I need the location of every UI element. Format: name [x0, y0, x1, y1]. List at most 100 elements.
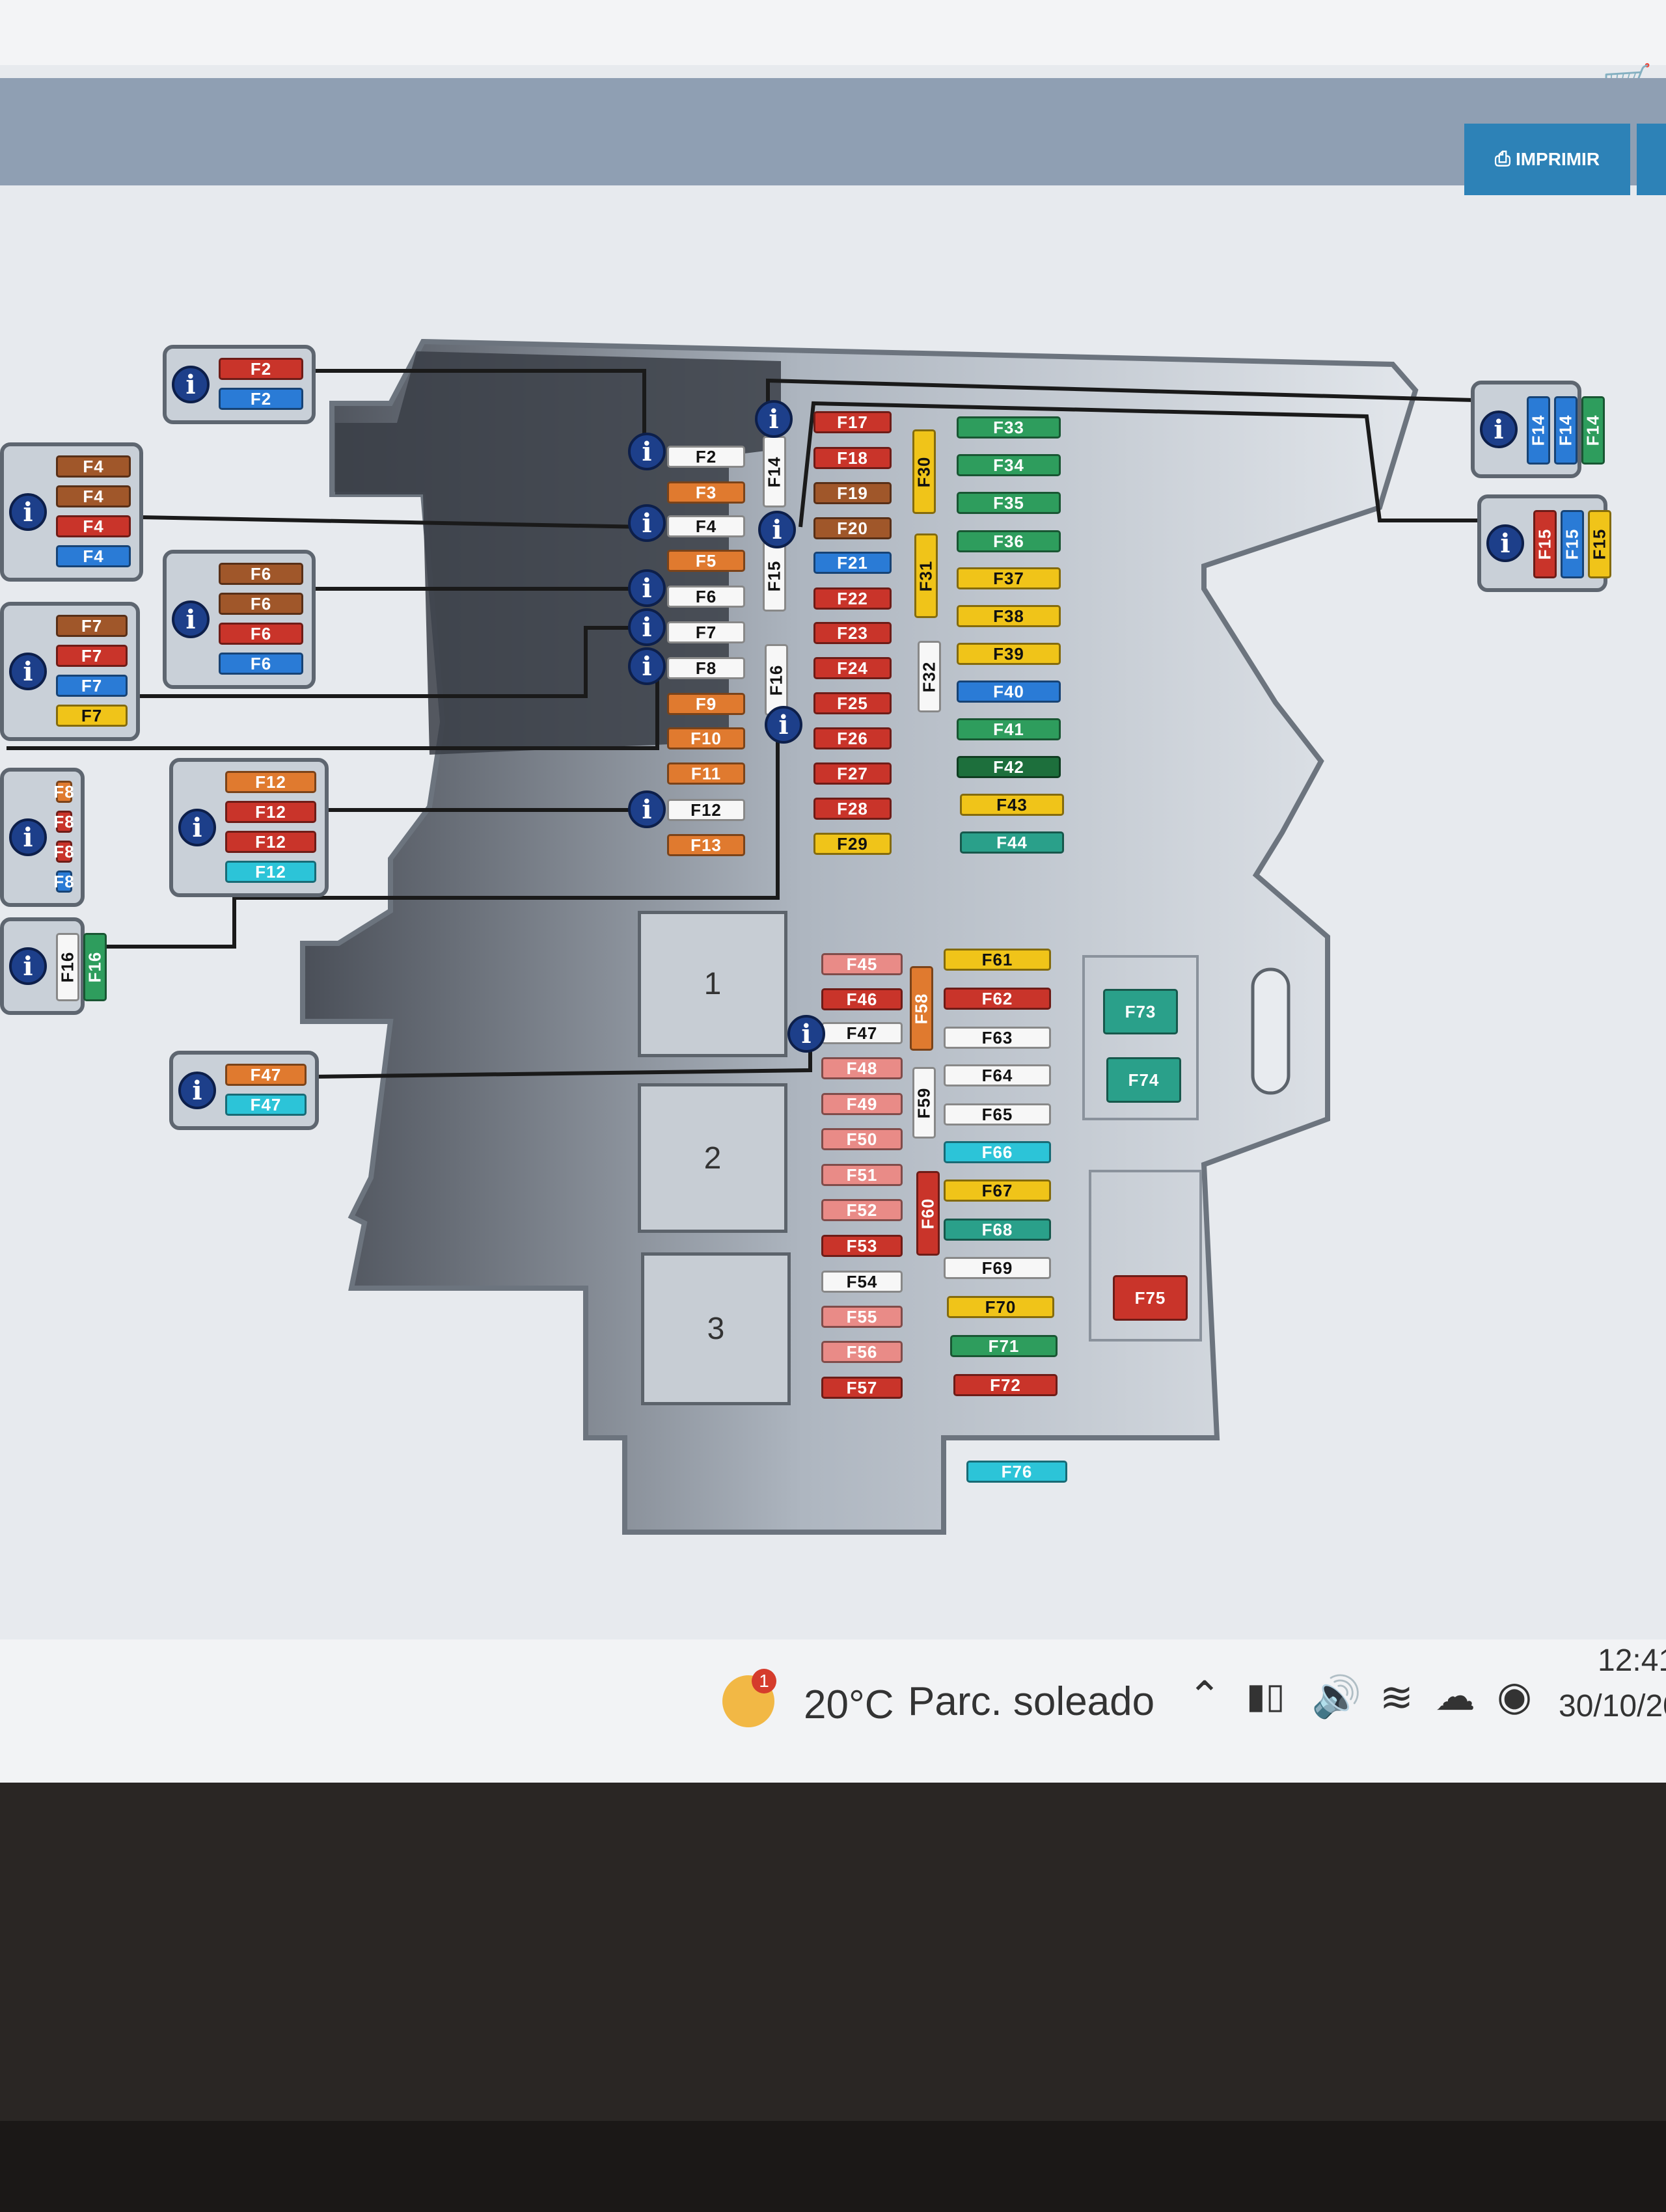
fuse-f35[interactable]: F35	[957, 492, 1061, 514]
fuse-f31[interactable]: F31	[914, 533, 938, 618]
info-icon[interactable]: i	[628, 569, 666, 607]
fuse-f72[interactable]: F72	[953, 1374, 1058, 1396]
fuse-f34[interactable]: F34	[957, 454, 1061, 476]
nav-extra-button[interactable]	[1637, 124, 1666, 195]
fuse-f25[interactable]: F25	[813, 692, 892, 714]
fuse-f45[interactable]: F45	[821, 953, 903, 975]
fuse-f68[interactable]: F68	[944, 1219, 1051, 1241]
fuse-f49[interactable]: F49	[821, 1093, 903, 1115]
info-icon[interactable]: i	[628, 504, 666, 542]
fuse-f6[interactable]: F6	[667, 586, 745, 608]
fuse-f13[interactable]: F13	[667, 834, 745, 856]
fuse-f58[interactable]: F58	[910, 966, 933, 1051]
fuse-f42[interactable]: F42	[957, 756, 1061, 778]
fuse-f47[interactable]: F47	[821, 1022, 903, 1044]
info-icon[interactable]: i	[9, 818, 47, 856]
fuse-f66[interactable]: F66	[944, 1141, 1051, 1163]
fuse-f37[interactable]: F37	[957, 567, 1061, 589]
info-icon[interactable]: i	[628, 790, 666, 828]
fuse-f43[interactable]: F43	[960, 794, 1064, 816]
fuse-f56[interactable]: F56	[821, 1341, 903, 1363]
info-icon[interactable]: i	[1480, 411, 1518, 448]
fuse-f40[interactable]: F40	[957, 681, 1061, 703]
fuse-f69[interactable]: F69	[944, 1257, 1051, 1279]
fuse-f39[interactable]: F39	[957, 643, 1061, 665]
fuse-f27[interactable]: F27	[813, 762, 892, 785]
chevron-up-icon[interactable]: ⌃	[1188, 1674, 1222, 1719]
fuse-f28[interactable]: F28	[813, 798, 892, 820]
info-icon[interactable]: i	[178, 809, 216, 846]
fuse-f48[interactable]: F48	[821, 1057, 903, 1079]
fuse-f51[interactable]: F51	[821, 1164, 903, 1186]
fuse-f10[interactable]: F10	[667, 727, 745, 749]
info-icon[interactable]: i	[9, 653, 47, 690]
info-icon[interactable]: i	[765, 706, 802, 744]
info-icon[interactable]: i	[172, 366, 210, 403]
fuse-f54[interactable]: F54	[821, 1271, 903, 1293]
fuse-f24[interactable]: F24	[813, 657, 892, 679]
wifi-icon[interactable]: ≋	[1380, 1675, 1413, 1720]
fuse-f22[interactable]: F22	[813, 587, 892, 610]
fuse-f38[interactable]: F38	[957, 605, 1061, 627]
weather-temp[interactable]: 20°C	[804, 1682, 894, 1727]
info-icon[interactable]: i	[9, 947, 47, 985]
fuse-f20[interactable]: F20	[813, 517, 892, 539]
fuse-f46[interactable]: F46	[821, 988, 903, 1010]
fuse-f3[interactable]: F3	[667, 481, 745, 504]
fuse-f21[interactable]: F21	[813, 552, 892, 574]
fuse-f70[interactable]: F70	[947, 1296, 1054, 1318]
info-icon[interactable]: i	[755, 400, 793, 438]
fuse-f7[interactable]: F7	[667, 621, 745, 643]
fuse-f17[interactable]: F17	[813, 411, 892, 433]
fuse-f62[interactable]: F62	[944, 988, 1051, 1010]
info-icon[interactable]: i	[628, 647, 666, 685]
info-icon[interactable]: i	[1486, 524, 1524, 562]
fuse-f14[interactable]: F14	[763, 436, 786, 507]
clock-date[interactable]: 30/10/20	[1559, 1689, 1666, 1723]
fuse-f71[interactable]: F71	[950, 1335, 1058, 1357]
fuse-f5[interactable]: F5	[667, 550, 745, 572]
info-icon[interactable]: i	[758, 511, 796, 548]
volume-icon[interactable]: 🔊	[1311, 1675, 1362, 1720]
fuse-f44[interactable]: F44	[960, 831, 1064, 854]
fuse-f50[interactable]: F50	[821, 1128, 903, 1150]
info-icon[interactable]: i	[178, 1072, 216, 1109]
fuse-f12[interactable]: F12	[667, 799, 745, 821]
fuse-f67[interactable]: F67	[944, 1180, 1051, 1202]
fuse-f32[interactable]: F32	[918, 641, 941, 712]
fuse-f60[interactable]: F60	[916, 1171, 940, 1256]
info-icon[interactable]: i	[787, 1015, 825, 1053]
info-icon[interactable]: i	[628, 608, 666, 646]
fuse-f15[interactable]: F15	[763, 540, 786, 612]
fuse-f74[interactable]: F74	[1106, 1057, 1181, 1103]
fuse-f53[interactable]: F53	[821, 1235, 903, 1257]
fuse-f65[interactable]: F65	[944, 1103, 1051, 1126]
fuse-f33[interactable]: F33	[957, 416, 1061, 438]
fuse-f64[interactable]: F64	[944, 1064, 1051, 1086]
fuse-f4[interactable]: F4	[667, 515, 745, 537]
fuse-f73[interactable]: F73	[1103, 989, 1178, 1034]
fuse-f61[interactable]: F61	[944, 949, 1051, 971]
weather-desc[interactable]: Parc. soleado	[908, 1679, 1155, 1724]
fuse-f55[interactable]: F55	[821, 1306, 903, 1328]
fuse-f76[interactable]: F76	[966, 1461, 1067, 1483]
print-button[interactable]: ⎙ IMPRIMIR	[1464, 124, 1630, 195]
fuse-f8[interactable]: F8	[667, 657, 745, 679]
fuse-f75[interactable]: F75	[1113, 1275, 1188, 1321]
fuse-f52[interactable]: F52	[821, 1199, 903, 1221]
fuse-f11[interactable]: F11	[667, 762, 745, 785]
fuse-f19[interactable]: F19	[813, 482, 892, 504]
fuse-f16[interactable]: F16	[765, 644, 788, 716]
fuse-f18[interactable]: F18	[813, 447, 892, 469]
fuse-f30[interactable]: F30	[912, 429, 936, 514]
network-icon[interactable]: ◉	[1497, 1674, 1533, 1719]
battery-icon[interactable]: ▮▯	[1246, 1677, 1285, 1716]
